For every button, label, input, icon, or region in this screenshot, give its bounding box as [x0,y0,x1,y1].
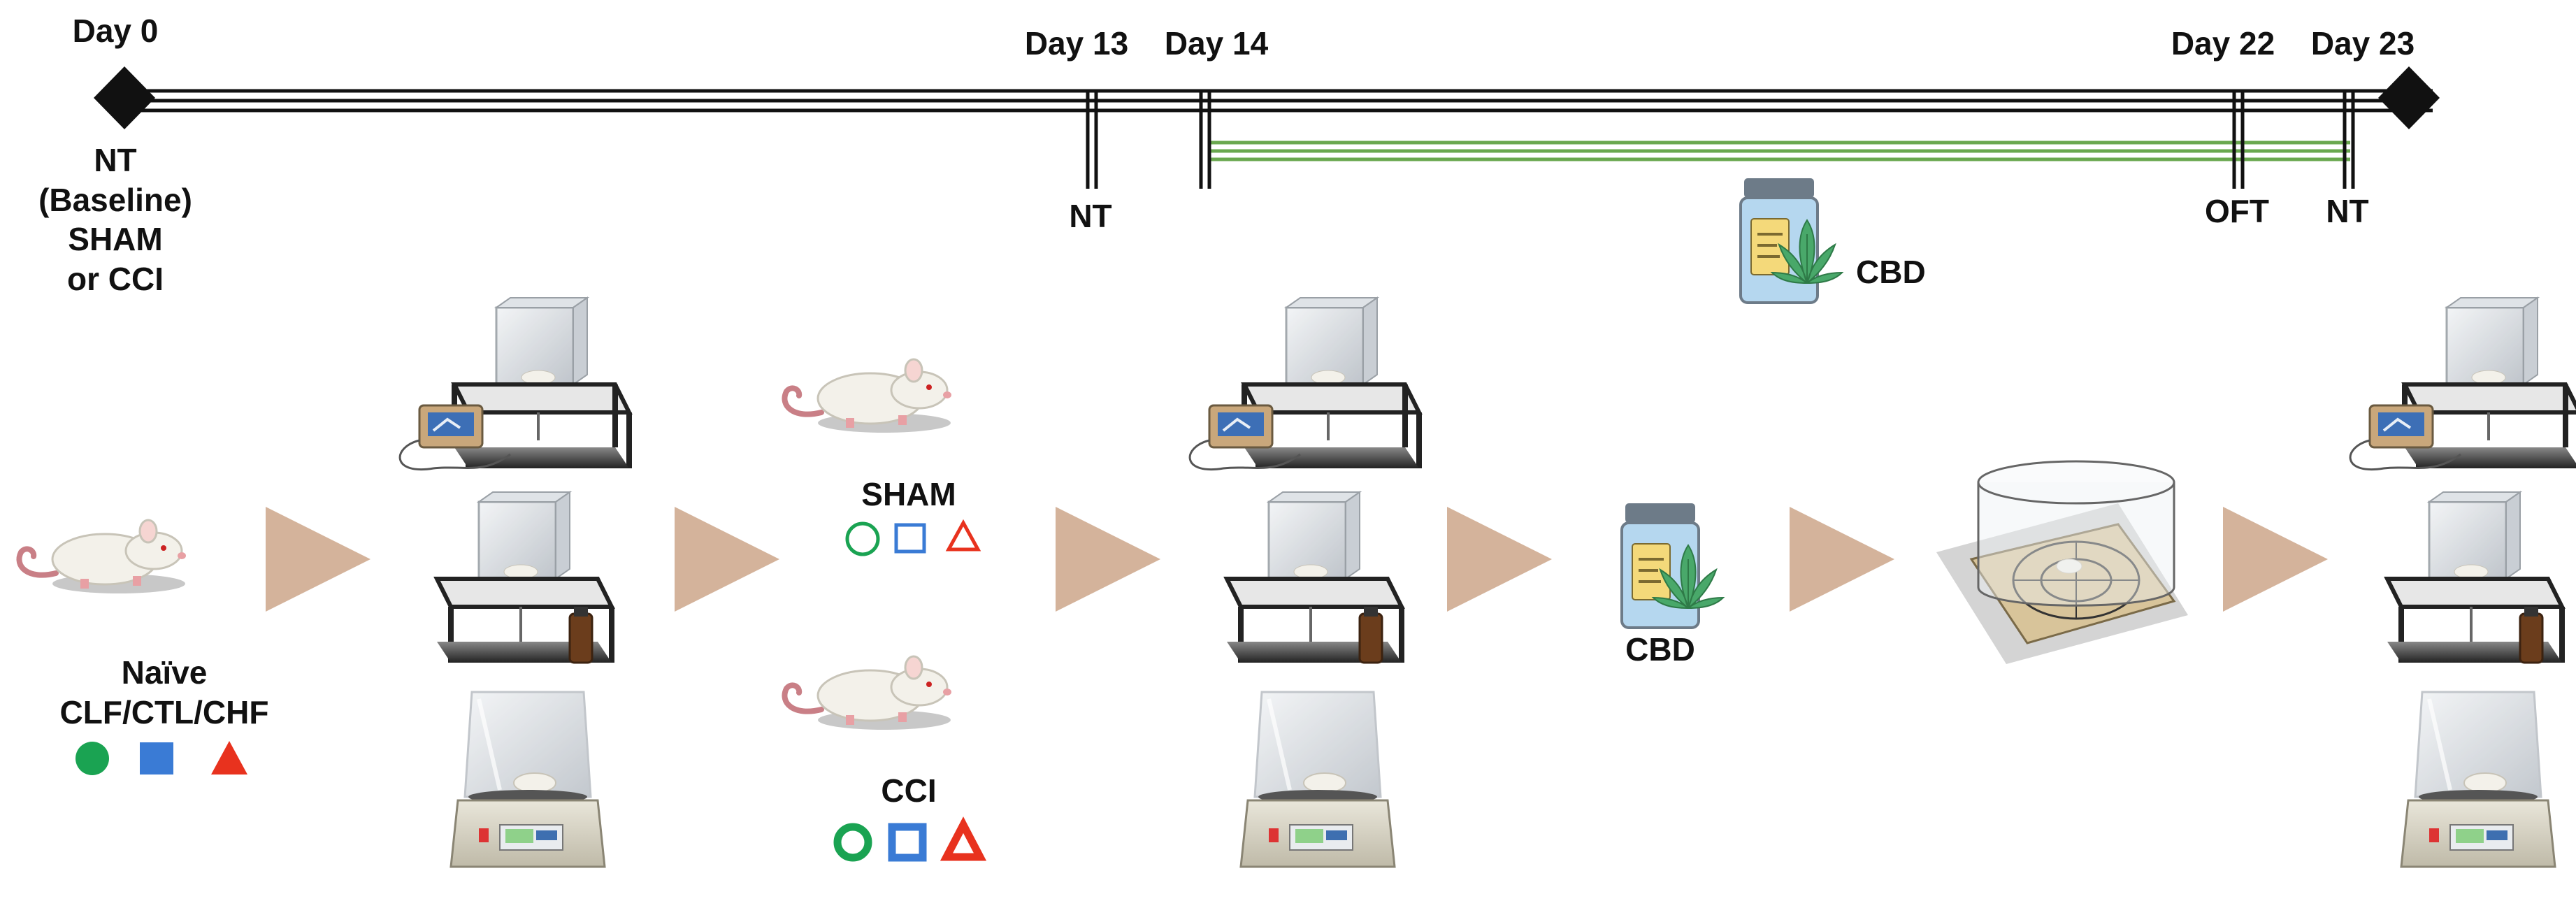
label-day22: Day 22 [2171,25,2275,62]
green-filled-circle-icon [75,742,109,775]
hot-plate-apparatus-icon [437,492,612,663]
red-triangle-outline-icon [945,519,981,552]
naive-rat-icon [19,520,186,593]
label-day14: Day 14 [1165,25,1269,62]
label-nt-day13: NT [1069,198,1111,234]
step-arrow-icon [266,507,370,612]
blue-square-outline-icon [894,523,926,554]
hot-plate-apparatus-icon [2387,492,2562,663]
day0-note-baseline: (Baseline) [38,182,192,218]
sham-rat-icon [784,359,951,433]
step-arrow-icon [1056,507,1160,612]
hot-plate-apparatus-icon [1227,492,1402,663]
blue-filled-square-icon [140,742,173,774]
balance-icon [1241,692,1395,867]
surgery-groups: SHAM CCI [784,359,987,862]
day0-note-sham: SHAM [68,221,162,257]
day0-note-or-cci: or CCI [67,261,164,297]
tick-day13 [1086,89,1098,189]
blue-square-thick-icon [888,823,927,862]
label-cbd-treatment: CBD [1625,631,1695,668]
timeline-main-line [126,89,2433,113]
tick-day14 [1199,89,1211,189]
balance-icon [2401,692,2555,867]
label-cbd-timeline: CBD [1856,254,1926,290]
cbd-jar-icon [1620,502,1725,629]
label-day23: Day 23 [2311,25,2415,62]
label-day13: Day 13 [1025,25,1128,62]
naive-group: Naïve CLF/CTL/CHF [19,520,268,775]
naive-title: Naïve [122,654,208,691]
step-arrow-icon [1447,507,1552,612]
cbd-treatment: CBD [1620,502,1725,668]
day23-tests [2349,298,2576,867]
label-day0: Day 0 [73,13,159,49]
sham-title: SHAM [861,476,956,512]
naive-subtitle: CLF/CTL/CHF [60,694,269,730]
day14-tests [1188,298,1419,867]
step-arrow-icon [2223,507,2328,612]
cci-title: CCI [881,772,936,809]
step-arrow-icon [1790,507,1894,612]
green-circle-outline-icon [845,521,880,556]
open-field-apparatus-icon [1935,460,2189,665]
timeline-start-diamond [94,66,155,129]
tick-day23 [2343,89,2355,189]
red-filled-triangle-icon [211,741,247,774]
tick-day22 [2232,89,2245,189]
day0-note-nt: NT [94,142,136,178]
label-nt-day23: NT [2326,193,2368,229]
cbd-jar-icon [1739,177,1843,304]
green-circle-thick-icon [833,823,872,862]
balance-icon [451,692,605,867]
cci-rat-icon [784,656,951,730]
label-oft-day22: OFT [2205,193,2269,229]
timeline: Day 0 Day 13 Day 14 Day 22 Day 23 NT (Ba… [38,13,2440,304]
cbd-treatment-line [1208,141,2350,161]
timeline-end-diamond [2378,66,2440,129]
red-triangle-thick-icon [940,816,987,861]
baseline-tests [398,298,629,867]
step-arrow-icon [675,507,779,612]
